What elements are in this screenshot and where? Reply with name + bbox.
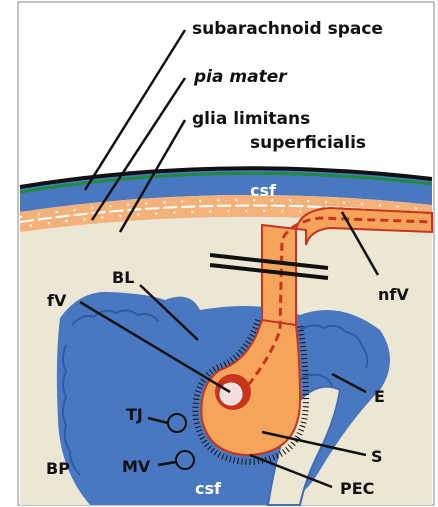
label-mv: MV [122, 457, 151, 476]
label-glia-limitans: glia limitans [192, 109, 310, 129]
label-superficialis: superficialis [250, 133, 366, 153]
label-tj: TJ [126, 405, 143, 424]
label-fv: fV [47, 291, 67, 310]
label-csf-top: csf [250, 181, 277, 200]
label-pec: PEC [340, 479, 374, 498]
label-csf-bottom: csf [195, 479, 222, 498]
label-pia-mater: pia mater [193, 67, 288, 87]
label-bp: BP [46, 459, 70, 478]
nucleus-inner [220, 383, 242, 405]
label-subarachnoid-space: subarachnoid space [192, 19, 383, 39]
label-s: S [371, 447, 383, 466]
label-e: E [374, 387, 385, 406]
label-nfv: nfV [378, 285, 409, 304]
label-bl: BL [112, 268, 134, 287]
